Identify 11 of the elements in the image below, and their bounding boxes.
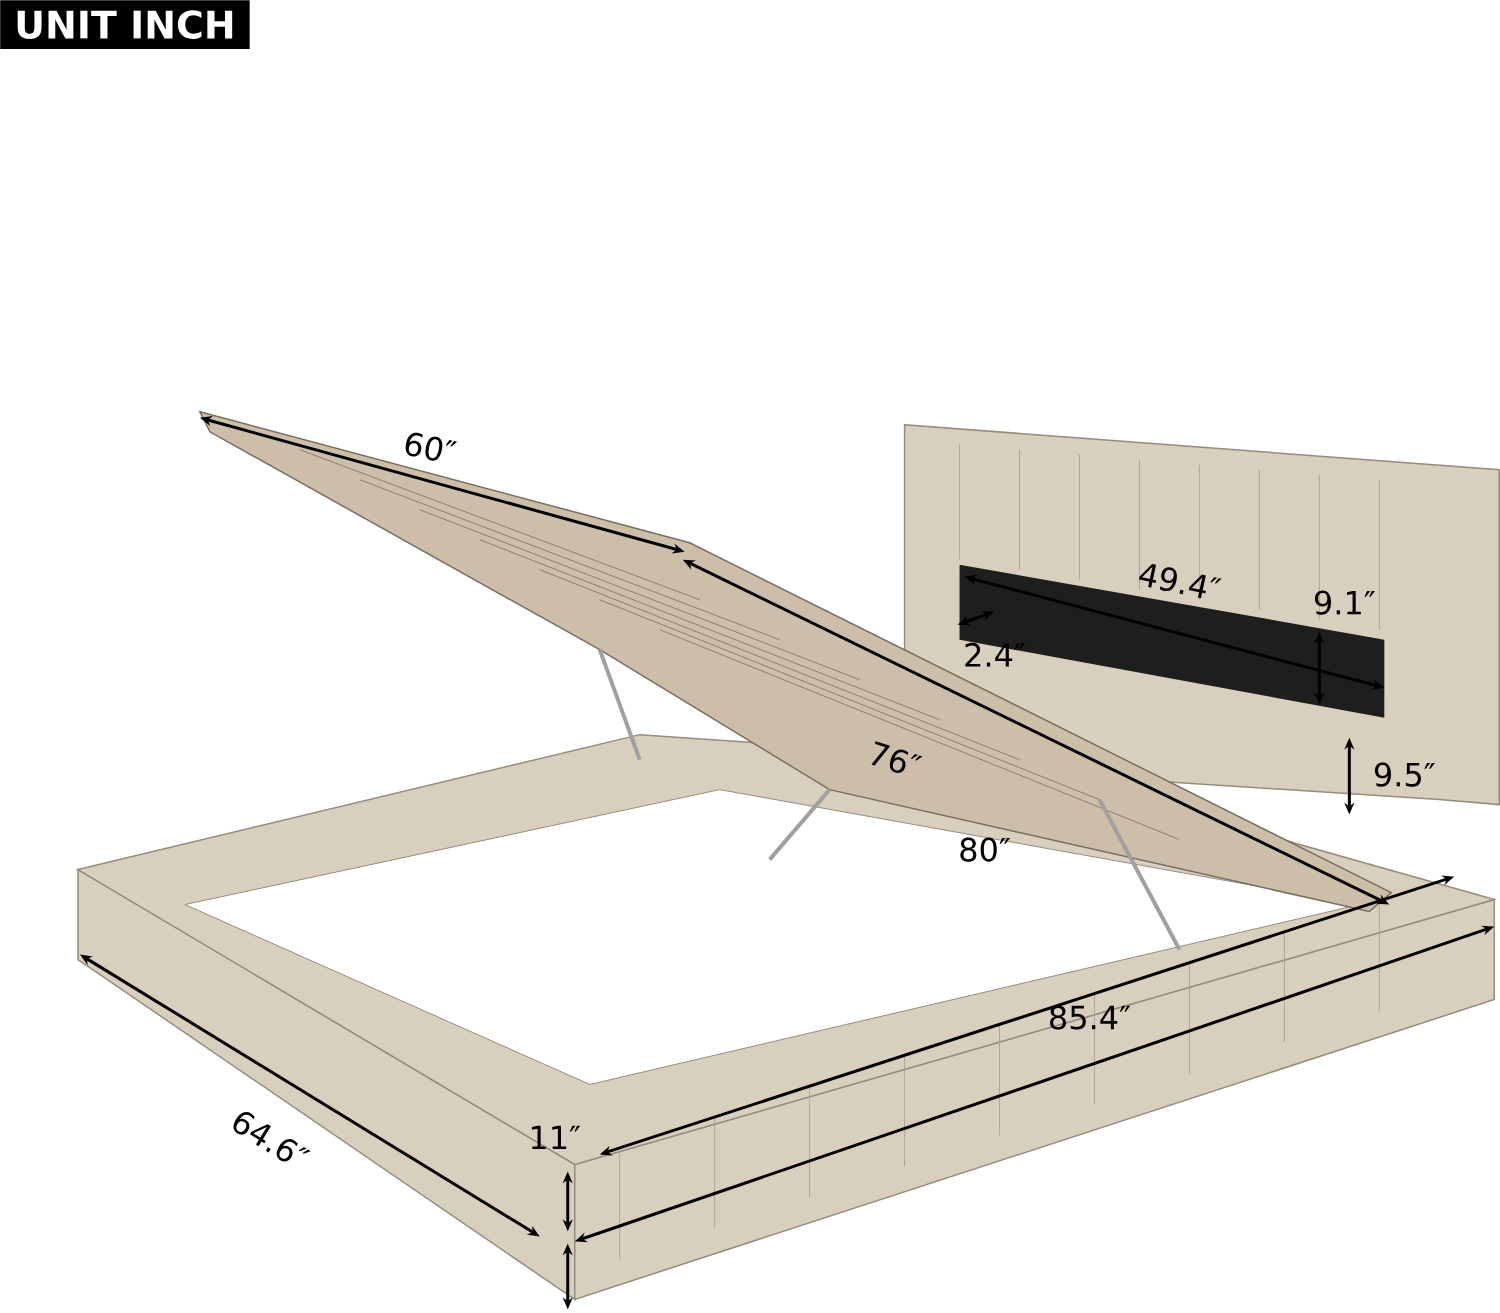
dimension-label: 60″ [405,432,458,461]
dimension-label: 76″ [871,741,923,773]
dimension-label: 9.5″ [1374,762,1435,787]
dimension-label: 9.1″ [1314,590,1375,615]
dimension-label: 2.4″ [965,642,1026,667]
dimension-label: 49.4″ [1139,563,1222,599]
dimension-label: 11″ [531,1125,581,1149]
dimension-label: 80″ [960,837,1011,862]
unit-banner: UNIT INCH [0,0,250,49]
dimension-label: 85.4″ [1050,1005,1131,1030]
dimension-label: 64.6″ [233,1111,311,1162]
